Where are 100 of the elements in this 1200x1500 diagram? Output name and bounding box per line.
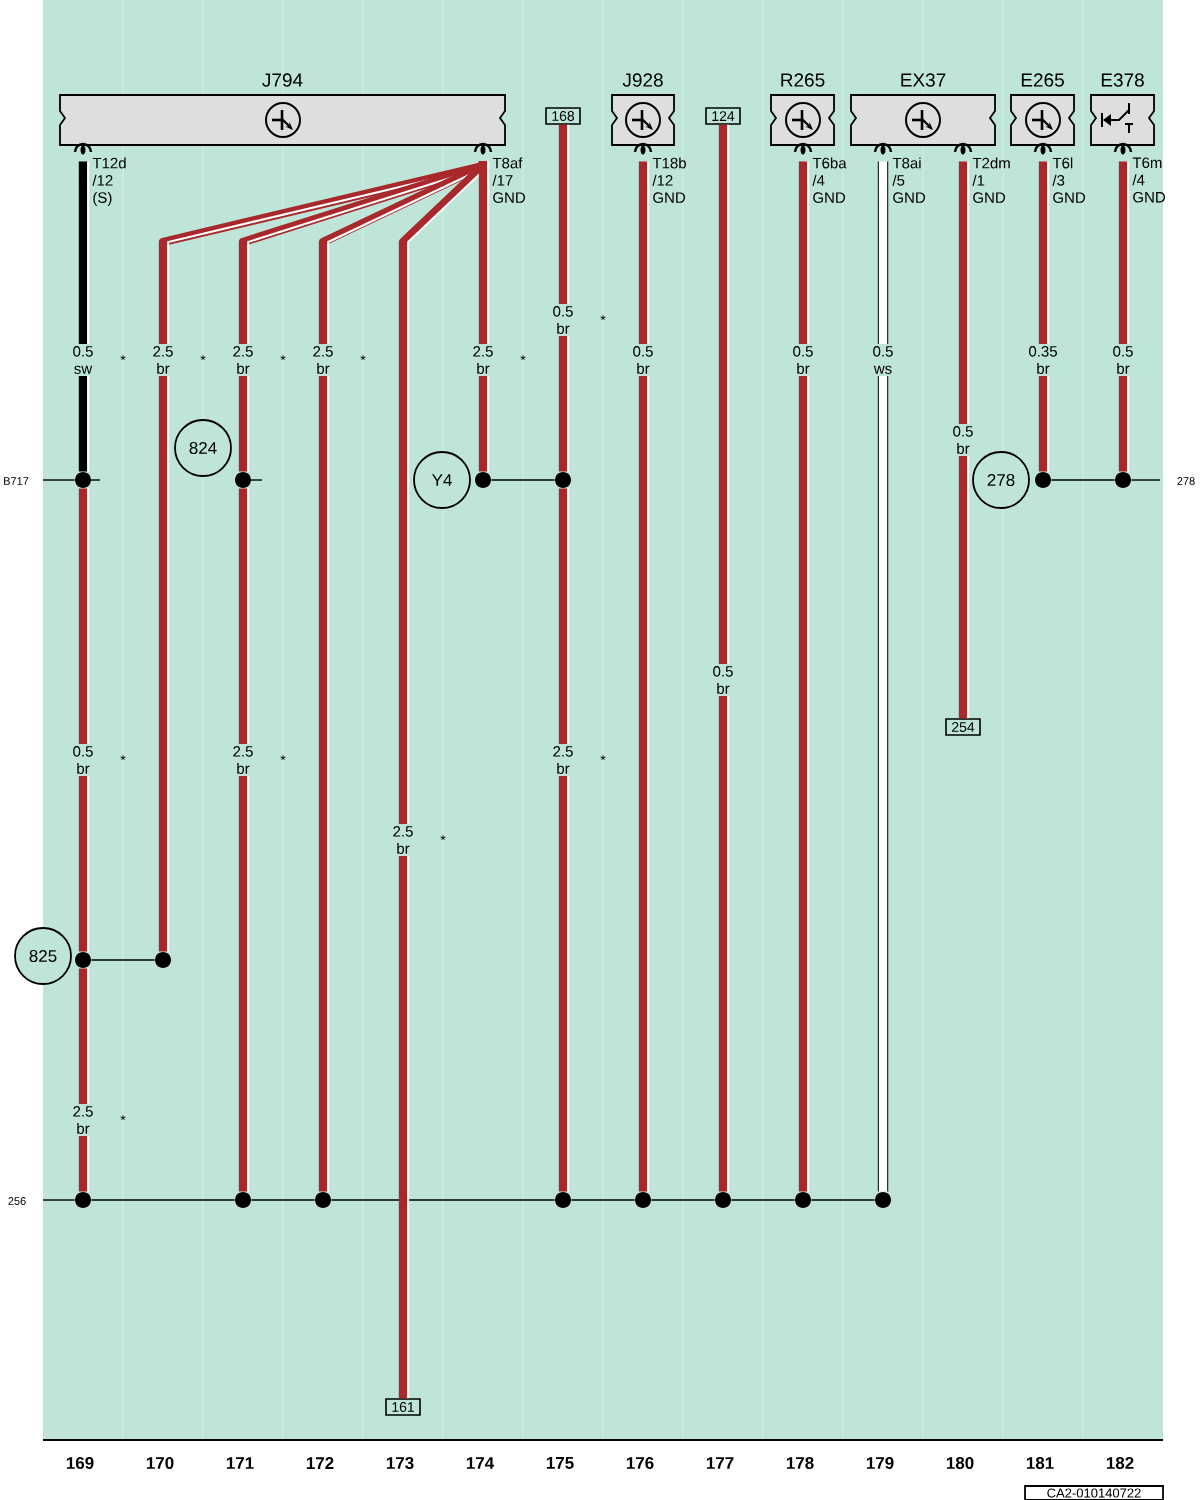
wire <box>718 123 730 1193</box>
bus-line <box>650 1199 716 1201</box>
wire <box>478 160 490 473</box>
component-label: J928 <box>622 73 663 87</box>
reference-box: 168 <box>545 107 581 125</box>
junction-dot <box>1115 472 1131 488</box>
wire <box>78 967 90 1193</box>
bus-line <box>90 1199 236 1201</box>
junction-dot <box>315 1192 331 1208</box>
reference-label: 256 <box>8 1197 26 1205</box>
component-label: R265 <box>781 73 825 87</box>
footnote-mark: * <box>520 355 526 361</box>
column-number: 169 <box>66 1457 94 1470</box>
junction-dot <box>75 472 101 488</box>
pin-label: T6m /4 GND <box>1132 157 1165 203</box>
pin-label: T18b /12 GND <box>652 157 686 203</box>
column-number: 180 <box>946 1457 974 1470</box>
wire <box>958 160 970 720</box>
column-number: 181 <box>1026 1457 1054 1470</box>
wire-label: 2.5 br <box>146 344 180 376</box>
reference-box: 124 <box>705 107 741 125</box>
wire-label: 2.5 br <box>466 344 500 376</box>
pin-label: T8af /17 GND <box>492 157 525 203</box>
wire-label: 0.5 br <box>946 424 980 456</box>
bus-line <box>730 1199 796 1201</box>
footnote-mark: * <box>600 315 606 321</box>
wire <box>1038 160 1050 473</box>
footnote-mark: * <box>280 755 286 761</box>
column-number: 170 <box>146 1457 174 1470</box>
junction-dot <box>234 472 263 488</box>
wire-label: 2.5 br <box>66 1104 100 1136</box>
column-number: 176 <box>626 1457 654 1470</box>
footnote-mark: * <box>600 755 606 761</box>
bus-line <box>810 1199 876 1201</box>
wire <box>877 160 889 1193</box>
pin-label: T6l /3 GND <box>1052 157 1085 203</box>
junction-dot <box>795 1192 811 1208</box>
column-number: 177 <box>706 1457 734 1469</box>
reference-label: 278 <box>1177 477 1195 485</box>
wire <box>1118 160 1130 473</box>
pin-label: T8ai /5 GND <box>892 157 925 203</box>
footnote-mark: * <box>440 835 446 841</box>
wire-label: 0.5 sw <box>66 344 100 376</box>
column-number: 178 <box>786 1457 814 1470</box>
pin-label: T12d /12 (S) <box>92 157 126 206</box>
wire <box>78 160 90 473</box>
wire <box>558 487 570 1193</box>
junction-dot <box>875 1192 891 1208</box>
bus-line <box>490 479 556 481</box>
bus-line <box>1050 479 1116 481</box>
reference-box: 161 <box>385 1398 421 1416</box>
component-label: E265 <box>1021 73 1064 87</box>
junction-dot <box>75 952 91 968</box>
wire-label: 2.5 br <box>306 344 340 376</box>
wire-label: 0.5 br <box>626 344 660 376</box>
junction-dot <box>555 472 571 488</box>
wire-label: 0.5 br <box>546 304 580 336</box>
column-number: 182 <box>1106 1457 1134 1470</box>
reference-box: 254 <box>945 718 981 736</box>
footnote-mark: * <box>120 755 126 761</box>
wire-label: 0.35 br <box>1026 344 1060 376</box>
bus-line <box>570 1199 636 1201</box>
bus-line <box>250 1199 316 1201</box>
footnote-mark: * <box>120 355 126 361</box>
bus-line <box>90 959 156 961</box>
column-number: 172 <box>306 1457 334 1469</box>
wire-label: 0.5 br <box>706 664 740 696</box>
junction-dot <box>475 472 491 488</box>
junction-dot <box>155 952 171 968</box>
wire <box>78 487 90 953</box>
wire <box>558 123 570 473</box>
column-number: 174 <box>466 1457 495 1469</box>
footnote-mark: * <box>120 1115 126 1121</box>
pin-label: T2dm /1 GND <box>972 157 1010 203</box>
column-number: 173 <box>386 1457 414 1470</box>
component-label: EX37 <box>901 73 946 87</box>
wire-label: 0.5 br <box>1106 344 1140 376</box>
footnote-mark: * <box>280 355 286 361</box>
bus-line <box>1130 479 1161 481</box>
junction-dot <box>235 1192 251 1208</box>
bus-line <box>42 1199 76 1201</box>
column-number: 171 <box>226 1457 254 1469</box>
footnote-mark: * <box>360 355 366 361</box>
wire-label: 2.5 br <box>226 744 260 776</box>
column-number: 175 <box>546 1457 574 1469</box>
wire-label: 0.5 br <box>66 744 100 776</box>
wire-label: 0.5 ws <box>866 344 900 376</box>
wire-label: 2.5 br <box>226 344 260 376</box>
wire-label: 0.5 br <box>786 344 820 376</box>
junction-dot <box>715 1192 731 1208</box>
footnote-mark: * <box>200 355 206 361</box>
wire <box>798 160 810 1193</box>
wire <box>638 160 650 1193</box>
wire-label: 2.5 br <box>386 824 420 856</box>
junction-dot <box>635 1192 651 1208</box>
component-label: E378 <box>1101 73 1144 87</box>
code-box: CA2-010140722 <box>1024 1485 1164 1500</box>
wire <box>238 487 250 1193</box>
reference-label: B717 <box>4 477 29 485</box>
bus-line <box>42 479 76 481</box>
